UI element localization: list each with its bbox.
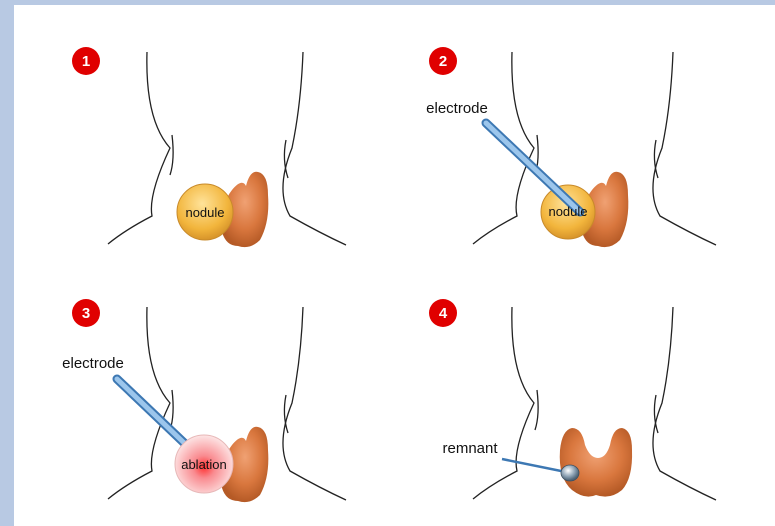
electrode-label: electrode [426, 100, 488, 117]
panel-step-2: nodule electrode 2 [426, 47, 716, 247]
electrode-label: electrode [62, 355, 124, 372]
electrode [486, 123, 580, 212]
remnant-pointer [502, 459, 566, 472]
step-badge-3: 3 [72, 299, 100, 327]
ablation-label: ablation [181, 457, 227, 472]
nodule-label: nodule [185, 205, 224, 220]
panel-step-3: ablation electrode 3 [62, 299, 346, 502]
step-number: 1 [82, 53, 90, 70]
step-number: 3 [82, 305, 90, 322]
panel-step-4: remnant 4 [429, 299, 716, 500]
step-badge-1: 1 [72, 47, 100, 75]
remnant-nodule [561, 465, 579, 481]
panel-step-1: nodule 1 [72, 47, 346, 247]
remnant-label: remnant [442, 440, 498, 457]
step-badge-2: 2 [429, 47, 457, 75]
nodule: nodule [177, 184, 233, 240]
ablation-zone: ablation [175, 435, 233, 493]
nodule-label: nodule [548, 204, 587, 219]
step-badge-4: 4 [429, 299, 457, 327]
step-number: 4 [439, 305, 448, 322]
step-number: 2 [439, 53, 447, 70]
thyroid-gland [560, 428, 632, 497]
